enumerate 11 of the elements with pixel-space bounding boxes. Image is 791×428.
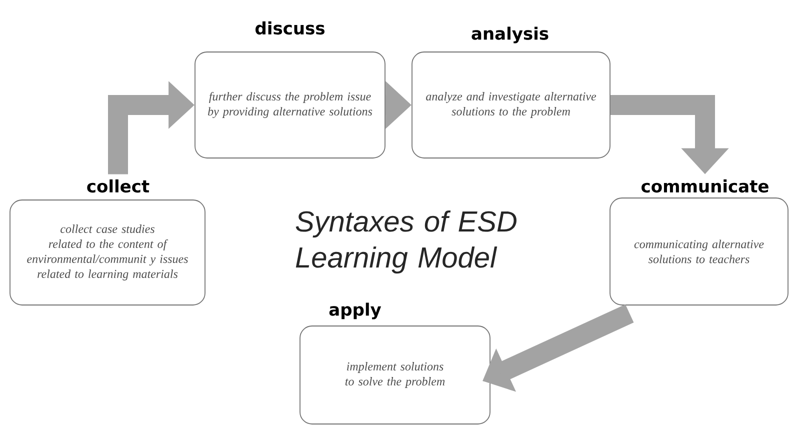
- step-heading: analysis: [472, 26, 548, 44]
- step-box: collect case studies related to the content of environmental/communit y issues related to learning materials: [10, 200, 206, 306]
- step-heading: communicate: [642, 179, 768, 193]
- step-box: further discuss the problem issue by providing alternative solutions: [194, 52, 386, 158]
- step-heading: collect: [87, 179, 150, 193]
- diagram-title: Syntaxes of ESD Learning Model: [296, 210, 516, 274]
- step-box: communicating alternative solutions to teachers: [610, 198, 788, 306]
- step-box: analyze and investigate alternative solutions to the problem: [412, 52, 610, 158]
- step-box: implement solutions to solve the problem: [300, 326, 490, 424]
- step-heading: discuss: [256, 21, 324, 35]
- step-heading: apply: [329, 302, 382, 320]
